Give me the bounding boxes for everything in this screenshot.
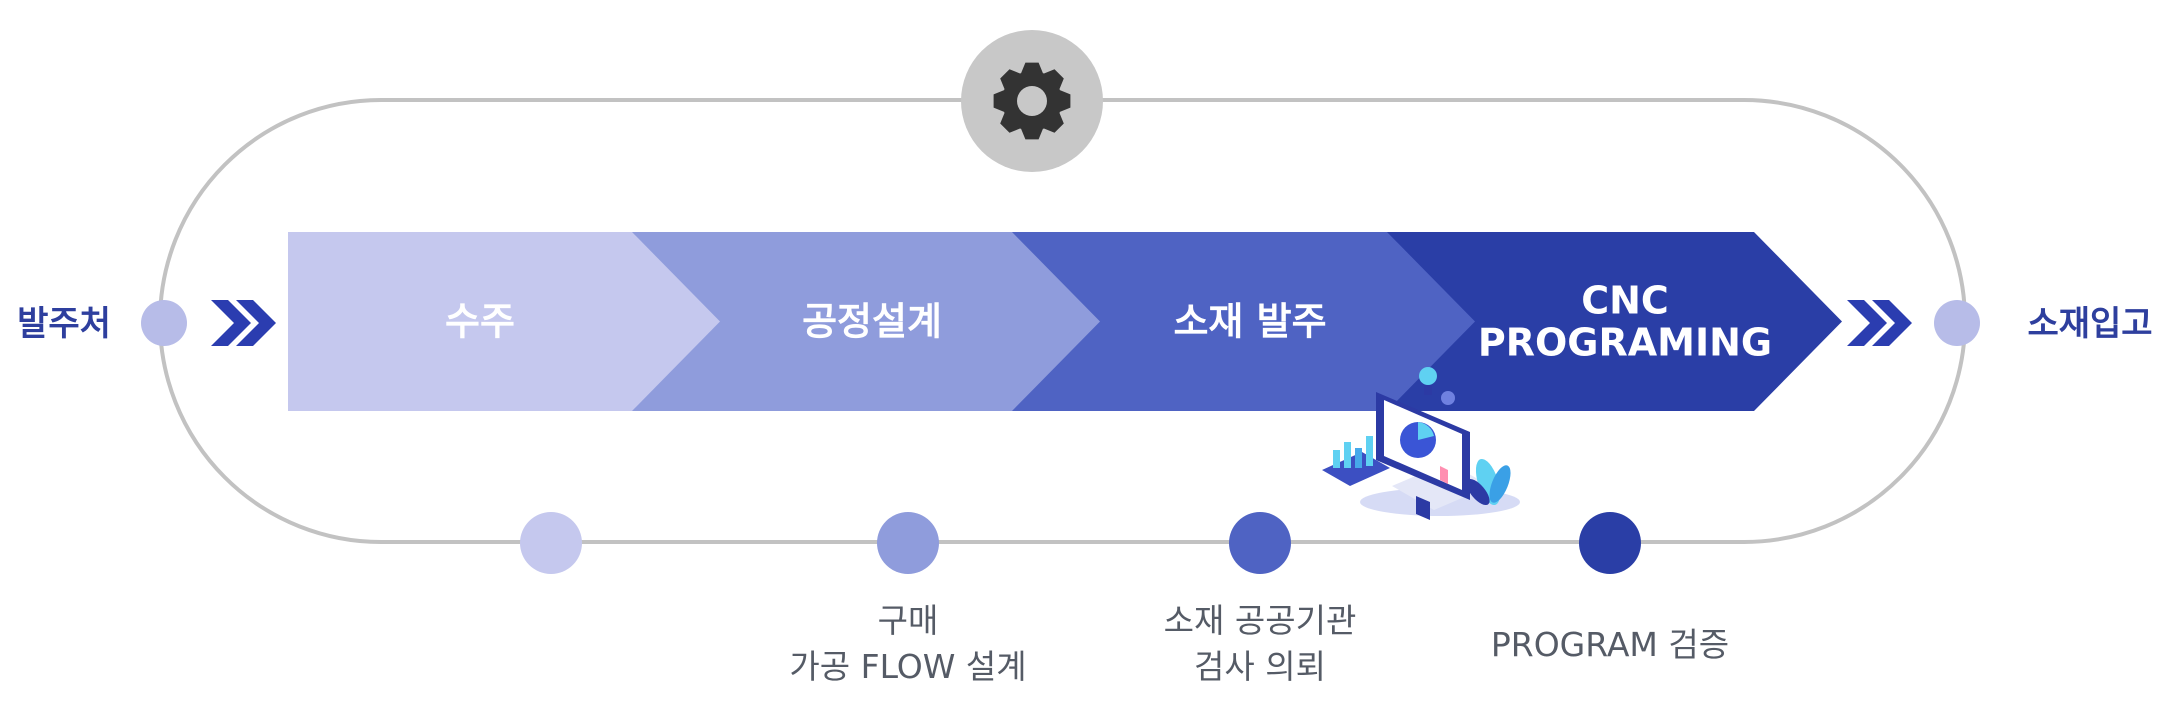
stage-label: 공정설계 (802, 300, 942, 344)
stage-label: 수주 (445, 300, 515, 344)
stage-label: PROGRAMING (1478, 321, 1772, 365)
timeline-dot (1579, 512, 1641, 574)
right-end-dot (1934, 300, 1980, 346)
stage-arrow-shape (555, 232, 1100, 411)
step-note: 소재 공공기관 (1164, 601, 1357, 640)
stage-arrow-shape (932, 232, 1475, 411)
stage-label: 소재 발주 (1173, 300, 1326, 344)
stage-arrow-shape (288, 232, 720, 411)
process-stage-arrow: 공정설계 (555, 232, 1100, 411)
step-note: 검사 의뢰 (1194, 647, 1326, 686)
double-chevron-right-icon (1847, 300, 1912, 346)
computer-analytics-illustration (1322, 367, 1520, 520)
gear-icon (961, 30, 1103, 172)
destination-label: 소재입고 (2027, 304, 2152, 344)
timeline-dot (520, 512, 582, 574)
left-end-dot (141, 300, 187, 346)
process-stage-arrow: 소재 발주 (932, 232, 1475, 411)
timeline-dot (877, 512, 939, 574)
stage-arrow-shape (1307, 232, 1842, 411)
step-note: 가공 FLOW 설계 (789, 647, 1026, 686)
step-note: 구매 (878, 601, 939, 640)
step-note: PROGRAM 검증 (1491, 625, 1729, 664)
double-chevron-right-icon (211, 300, 276, 346)
timeline-dot (1229, 512, 1291, 574)
source-label: 발주처 (17, 304, 111, 344)
process-stage-arrow: 수주 (288, 232, 720, 411)
stage-label: CNC (1581, 279, 1669, 323)
